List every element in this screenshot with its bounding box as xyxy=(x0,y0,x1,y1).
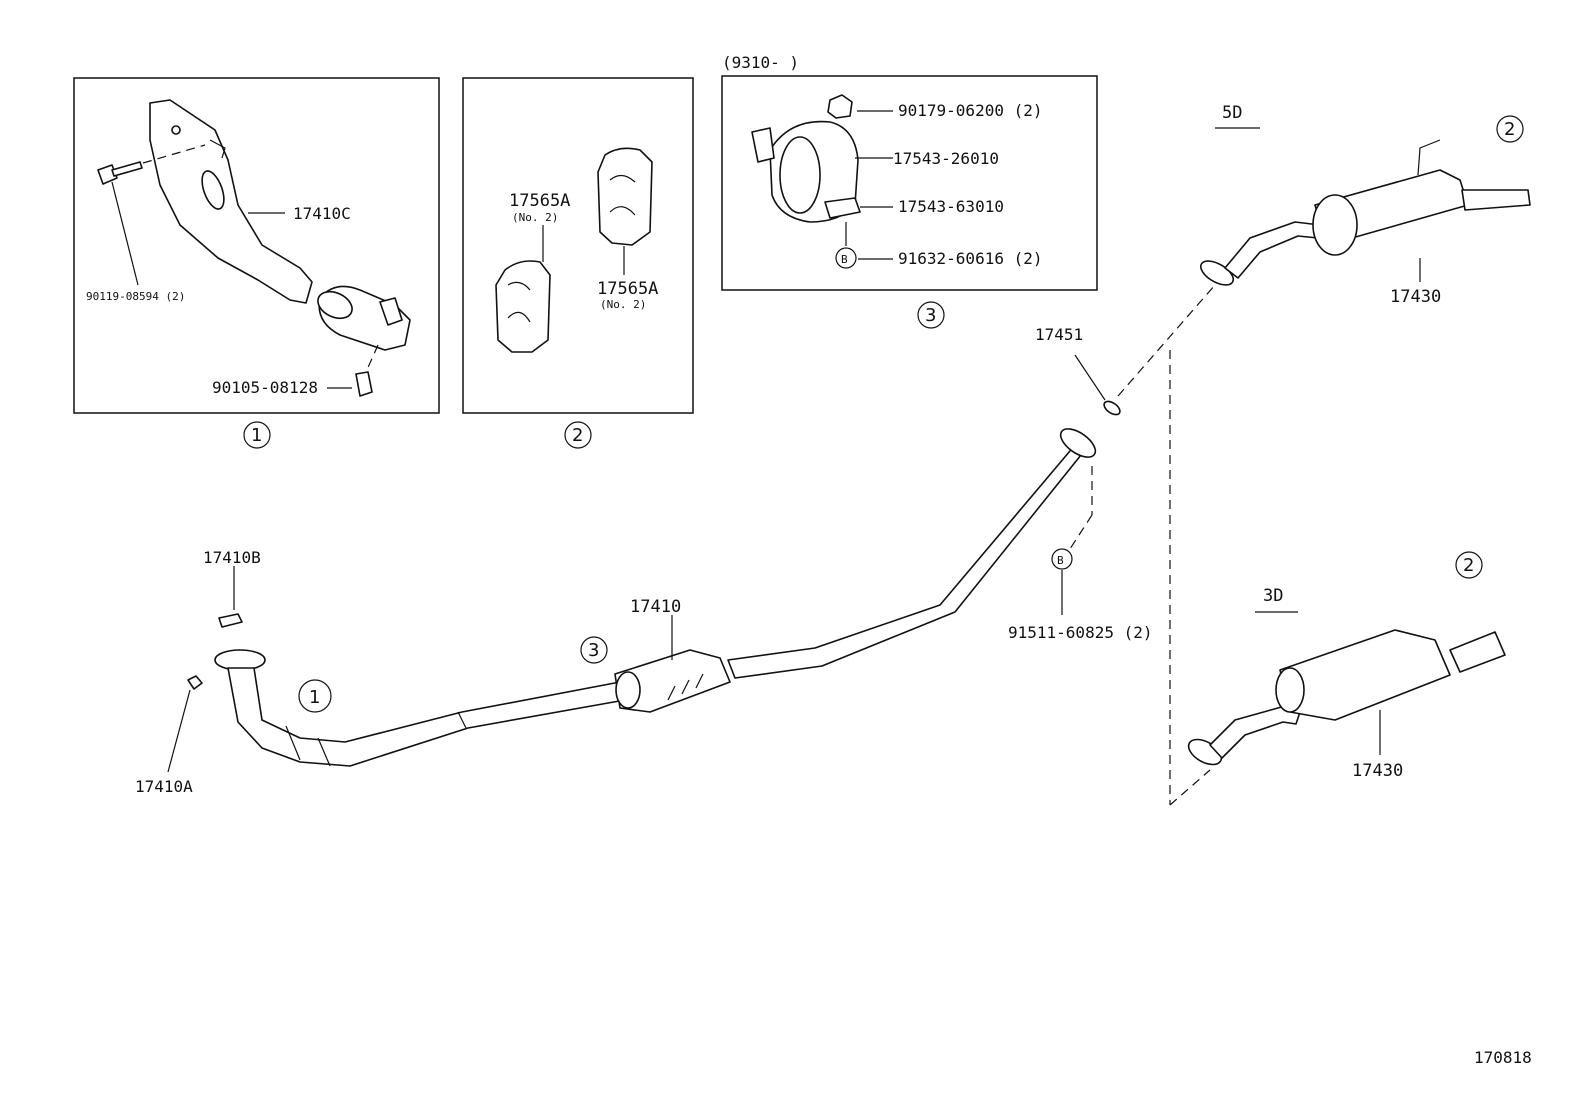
gasket-17451-icon xyxy=(1103,400,1121,416)
badge-3d-circle xyxy=(1455,551,1483,579)
tail-5d-outlet-icon xyxy=(1461,189,1531,211)
bolt-b-circle xyxy=(835,247,857,269)
bolt-shank-icon xyxy=(111,161,143,177)
figure-number: 170818 xyxy=(1474,1048,1532,1067)
link-5d-dashline xyxy=(1117,284,1216,397)
label-91511-60825: 91511-60825 (2) xyxy=(1008,623,1153,642)
clamp-lower-ear-icon xyxy=(824,197,861,219)
intermediate-pipe-icon xyxy=(727,444,1086,679)
badge-3-circle xyxy=(917,301,945,329)
label-17565A-a: 17565A xyxy=(509,191,570,211)
pipe-joints-icon xyxy=(285,711,467,767)
badge-2: 2 xyxy=(572,425,583,446)
badge-5d: 2 xyxy=(1504,119,1515,140)
tail-3d-muffler-icon xyxy=(1279,629,1451,721)
bracket-hole-icon xyxy=(201,170,225,210)
bolt-dashline xyxy=(142,144,206,164)
inset-3-frame xyxy=(721,75,1098,291)
main-assembly: B 17410B 17410A 17410 17451 91511-60825 … xyxy=(135,284,1216,806)
center-muffler-icon xyxy=(614,649,731,713)
clamp-ring-icon xyxy=(779,136,821,214)
tail-5d-flange-icon xyxy=(1199,260,1235,286)
label-17565A-b: 17565A xyxy=(597,279,658,299)
variant-5d: 5D xyxy=(1222,103,1242,123)
rubber-hanger-b-icon xyxy=(597,147,653,246)
rear-flange-icon xyxy=(1059,428,1097,458)
label-17565A-b-note: (No. 2) xyxy=(600,298,646,311)
label-17543-63010: 17543-63010 xyxy=(898,197,1004,216)
bolt-marker: B xyxy=(841,253,848,266)
label-90119-08594: 90119-08594 (2) xyxy=(86,290,185,303)
bracket-bolt-hole-icon xyxy=(171,125,181,135)
hanger-a-slots-icon xyxy=(507,281,531,323)
badge-5d-circle xyxy=(1496,115,1524,143)
exhaust-bracket-icon xyxy=(149,99,313,304)
bolt-b-dashline-2 xyxy=(1067,514,1093,553)
clamp-ear-icon xyxy=(751,127,775,163)
inset-1: 17410C 90119-08594 (2) 90105-08128 1 xyxy=(73,77,440,449)
variant-3d: 3D xyxy=(1263,586,1283,606)
badge-1: 1 xyxy=(251,425,262,446)
label-17410: 17410 xyxy=(630,597,681,617)
label-90105-08128: 90105-08128 xyxy=(212,378,318,397)
tail-3d-muffler-end-icon xyxy=(1275,667,1305,713)
tail-5d-hanger-icon xyxy=(1417,139,1441,176)
date-range: (9310- ) xyxy=(722,53,799,72)
badge-main-1-circle xyxy=(298,679,332,713)
tail-muffler-5d: 5D 2 17430 xyxy=(1199,103,1531,307)
front-pipe-icon xyxy=(227,667,626,767)
tail-3d-outlet-icon xyxy=(1449,631,1506,673)
inset-2-frame xyxy=(462,77,694,414)
badge-main-3: 3 xyxy=(588,640,599,661)
label-17430-5d: 17430 xyxy=(1390,287,1441,307)
label-17410A: 17410A xyxy=(135,777,193,796)
tail-5d-muffler-end-icon xyxy=(1312,194,1358,256)
stud-bolt-icon xyxy=(355,371,373,397)
label-91632-60616: 91632-60616 (2) xyxy=(898,249,1043,268)
gasket-17410A-icon xyxy=(187,675,203,690)
inset-1-frame xyxy=(73,77,440,414)
label-17410C: 17410C xyxy=(293,204,351,223)
badge-2-circle xyxy=(564,421,592,449)
inset-2: 17565A (No. 2) 17565A (No. 2) 2 xyxy=(462,77,694,449)
tail-muffler-3d: 3D 2 17430 xyxy=(1187,551,1506,781)
label-17430-3d: 17430 xyxy=(1352,761,1403,781)
leader-bolt xyxy=(111,181,139,286)
leader-17410A xyxy=(167,689,191,773)
gasket-17410B-icon xyxy=(218,613,243,628)
label-17410B: 17410B xyxy=(203,548,261,567)
link-3d-dashline xyxy=(1169,769,1211,806)
label-17565A-a-note: (No. 2) xyxy=(512,211,558,224)
badge-main-1: 1 xyxy=(309,687,320,708)
tail-5d-inlet-pipe-icon xyxy=(1224,221,1321,279)
label-90179-06200: 90179-06200 (2) xyxy=(898,101,1043,120)
badge-3: 3 xyxy=(925,305,936,326)
badge-3d: 2 xyxy=(1463,555,1474,576)
label-17543-26010: 17543-26010 xyxy=(893,149,999,168)
front-flange-icon xyxy=(214,649,266,671)
bracket-tab-icon xyxy=(209,139,226,159)
bolt-b-main-circle xyxy=(1051,548,1073,570)
bolt2-dashline xyxy=(365,344,379,373)
badge-main-3-circle xyxy=(580,636,608,664)
flange-nut-icon xyxy=(827,94,853,119)
clamp-tab-icon xyxy=(379,297,403,326)
badge-1-circle xyxy=(243,421,271,449)
leader-17451 xyxy=(1074,354,1106,401)
hanger-b-slots-icon xyxy=(609,174,636,216)
muffler-ribs-icon xyxy=(667,673,704,701)
label-17451: 17451 xyxy=(1035,325,1083,344)
bolt-marker-main: B xyxy=(1057,554,1064,567)
rubber-hanger-a-icon xyxy=(495,260,551,353)
muffler-inlet-icon xyxy=(615,671,641,709)
pipe-end-icon xyxy=(317,290,353,320)
tail-3d-inlet-pipe-icon xyxy=(1209,705,1301,759)
inset-3: (9310- ) B 90179-06200 (2) 17543-26010 1… xyxy=(721,53,1098,329)
